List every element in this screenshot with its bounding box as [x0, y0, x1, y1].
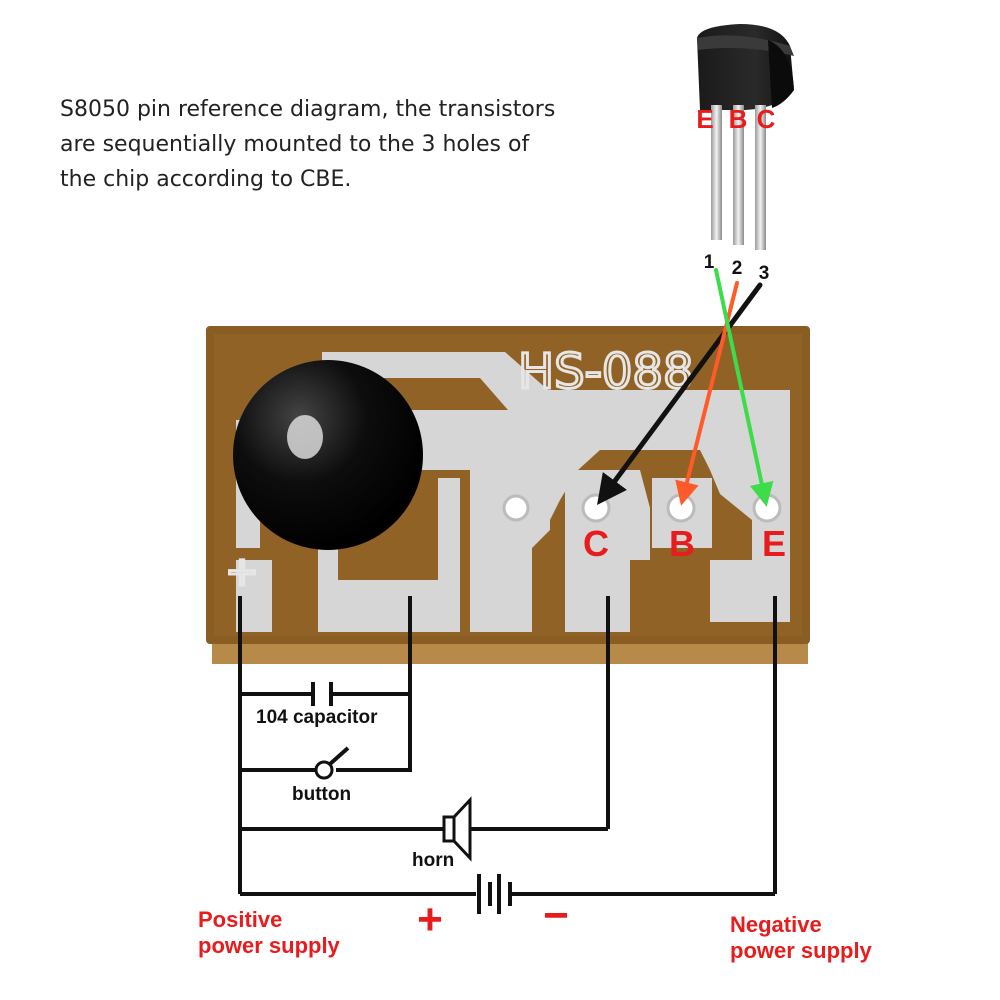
description-text: S8050 pin reference diagram, the transis… — [60, 92, 620, 197]
pin-letter-c: C — [757, 104, 776, 134]
pcb-hole-mount — [502, 494, 530, 522]
pin-number-1: 1 — [704, 252, 715, 273]
wire-pin1-to-e — [714, 268, 774, 507]
circuit-wiring — [238, 596, 777, 896]
pad-label-b: B — [669, 523, 695, 564]
pin-letter-e: E — [696, 104, 713, 134]
battery-plus-symbol: + — [417, 895, 443, 944]
transistor: E B C 1 2 3 — [696, 24, 794, 284]
pcb-board: + HS-088 C B E — [206, 326, 810, 664]
negative-supply-label-line-1: Negative — [730, 912, 822, 937]
pin-wires — [597, 268, 774, 507]
button-label: button — [292, 784, 351, 805]
transistor-leg-1 — [711, 105, 722, 240]
description-line-1: S8050 pin reference diagram, the transis… — [60, 97, 556, 122]
pcb-hole-e — [752, 493, 782, 523]
pad-label-e: E — [762, 523, 786, 564]
transistor-leg-2 — [733, 105, 744, 245]
battery-minus-symbol: − — [543, 891, 569, 940]
button-symbol — [314, 746, 350, 780]
battery-symbol — [477, 874, 512, 914]
positive-supply-label-line-2: power supply — [198, 933, 341, 958]
pin-number-3: 3 — [759, 263, 770, 284]
description-line-2: are sequentially mounted to the 3 holes … — [60, 132, 530, 157]
horn-label: horn — [412, 850, 454, 871]
capacitor-symbol — [311, 682, 333, 706]
pin-number-2: 2 — [732, 258, 743, 279]
description-line-3: the chip according to CBE. — [60, 167, 352, 192]
pcb-hole-b — [666, 493, 696, 523]
negative-supply-label-line-2: power supply — [730, 938, 873, 963]
pin-letter-b: B — [729, 104, 748, 134]
pad-label-c: C — [583, 523, 609, 564]
chip-epoxy-blob — [233, 360, 423, 550]
transistor-leg-3 — [755, 105, 766, 250]
horn-symbol — [442, 796, 472, 862]
positive-supply-label-line-1: Positive — [198, 907, 282, 932]
wire-pin3-to-c — [597, 282, 763, 506]
pcb-silkscreen-label: HS-088 — [518, 344, 694, 400]
capacitor-label: 104 capacitor — [256, 707, 378, 728]
pcb-hole-c — [581, 493, 611, 523]
pcb-plus-mark: + — [225, 549, 259, 595]
